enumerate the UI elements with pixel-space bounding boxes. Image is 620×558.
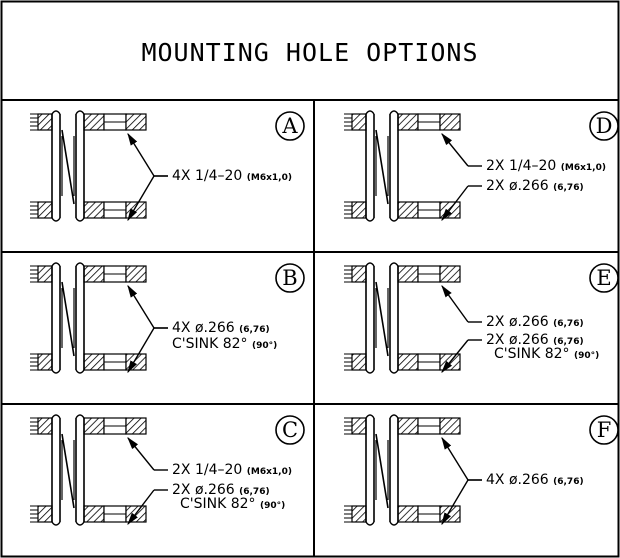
hole-callout: C'SINK 82° (90°) [172, 336, 277, 352]
bracket-section-drawing [344, 414, 461, 526]
hole-callout: 2X 1/4–20 (M6x1,0) [486, 158, 606, 174]
hole-callout: C'SINK 82° (90°) [180, 496, 285, 512]
option-letter-circle [275, 111, 305, 141]
option-letter-circle [275, 415, 305, 445]
bracket-section-drawing [30, 110, 147, 222]
leader-arrow [441, 284, 469, 323]
leader-arrow [127, 489, 155, 526]
option-letter-circle [589, 111, 619, 141]
hole-callout: 2X ø.266 (6,76) [486, 332, 584, 348]
option-letter-circle [589, 263, 619, 293]
option-letter: A [281, 114, 298, 138]
hole-callout: C'SINK 82° (90°) [494, 346, 599, 362]
option-letter-circle [589, 415, 619, 445]
option-letter: D [596, 114, 613, 138]
hole-callout: 2X 1/4–20 (M6x1,0) [172, 462, 292, 478]
panel-e: E2X ø.266 (6,76)2X ø.266 (6,76)C'SINK 82… [344, 262, 619, 374]
panel-c: C 2X 1/4–20 (M6x1,0) 2X ø.266 (6,76)C'SINK… [30, 414, 305, 526]
leader-arrow [441, 185, 469, 222]
panel-b: B 4X ø.266 (6,76)C'SINK 82° (90°) [30, 262, 305, 374]
option-letter-circle [275, 263, 305, 293]
option-letter: E [596, 266, 611, 290]
hole-callout: 2X ø.266 (6,76) [172, 482, 270, 498]
leader-arrow [127, 437, 155, 471]
panel-d: D 2X 1/4–20 (M6x1,0) 2X ø.266 (6,76) [344, 110, 619, 222]
bracket-section-drawing [30, 262, 147, 374]
hole-callout: 4X ø.266 (6,76) [172, 320, 270, 336]
leader-arrow [441, 339, 469, 373]
option-letter: C [282, 418, 298, 442]
leader-arrow [441, 133, 469, 167]
diagram-title: MOUNTING HOLE OPTIONS [141, 38, 478, 67]
bracket-section-drawing [30, 414, 147, 526]
leader-arrow [127, 327, 155, 374]
hole-callout: 4X 1/4–20 (M6x1,0) [172, 168, 292, 184]
hole-callout: 2X ø.266 (6,76) [486, 314, 584, 330]
option-letter: F [597, 418, 612, 442]
leader-arrow [441, 436, 469, 481]
leader-arrow [127, 175, 155, 222]
hole-callout: 4X ø.266 (6,76) [486, 472, 584, 488]
leader-arrow [127, 284, 155, 329]
leader-arrow [127, 132, 155, 177]
bracket-section-drawing [344, 262, 461, 374]
option-letter: B [282, 266, 297, 290]
bracket-section-drawing [344, 110, 461, 222]
panel-a: A 4X 1/4–20 (M6x1,0) [30, 110, 305, 222]
leader-arrow [441, 479, 469, 526]
hole-callout: 2X ø.266 (6,76) [486, 178, 584, 194]
panel-f: F 4X ø.266 (6,76) [344, 414, 619, 526]
